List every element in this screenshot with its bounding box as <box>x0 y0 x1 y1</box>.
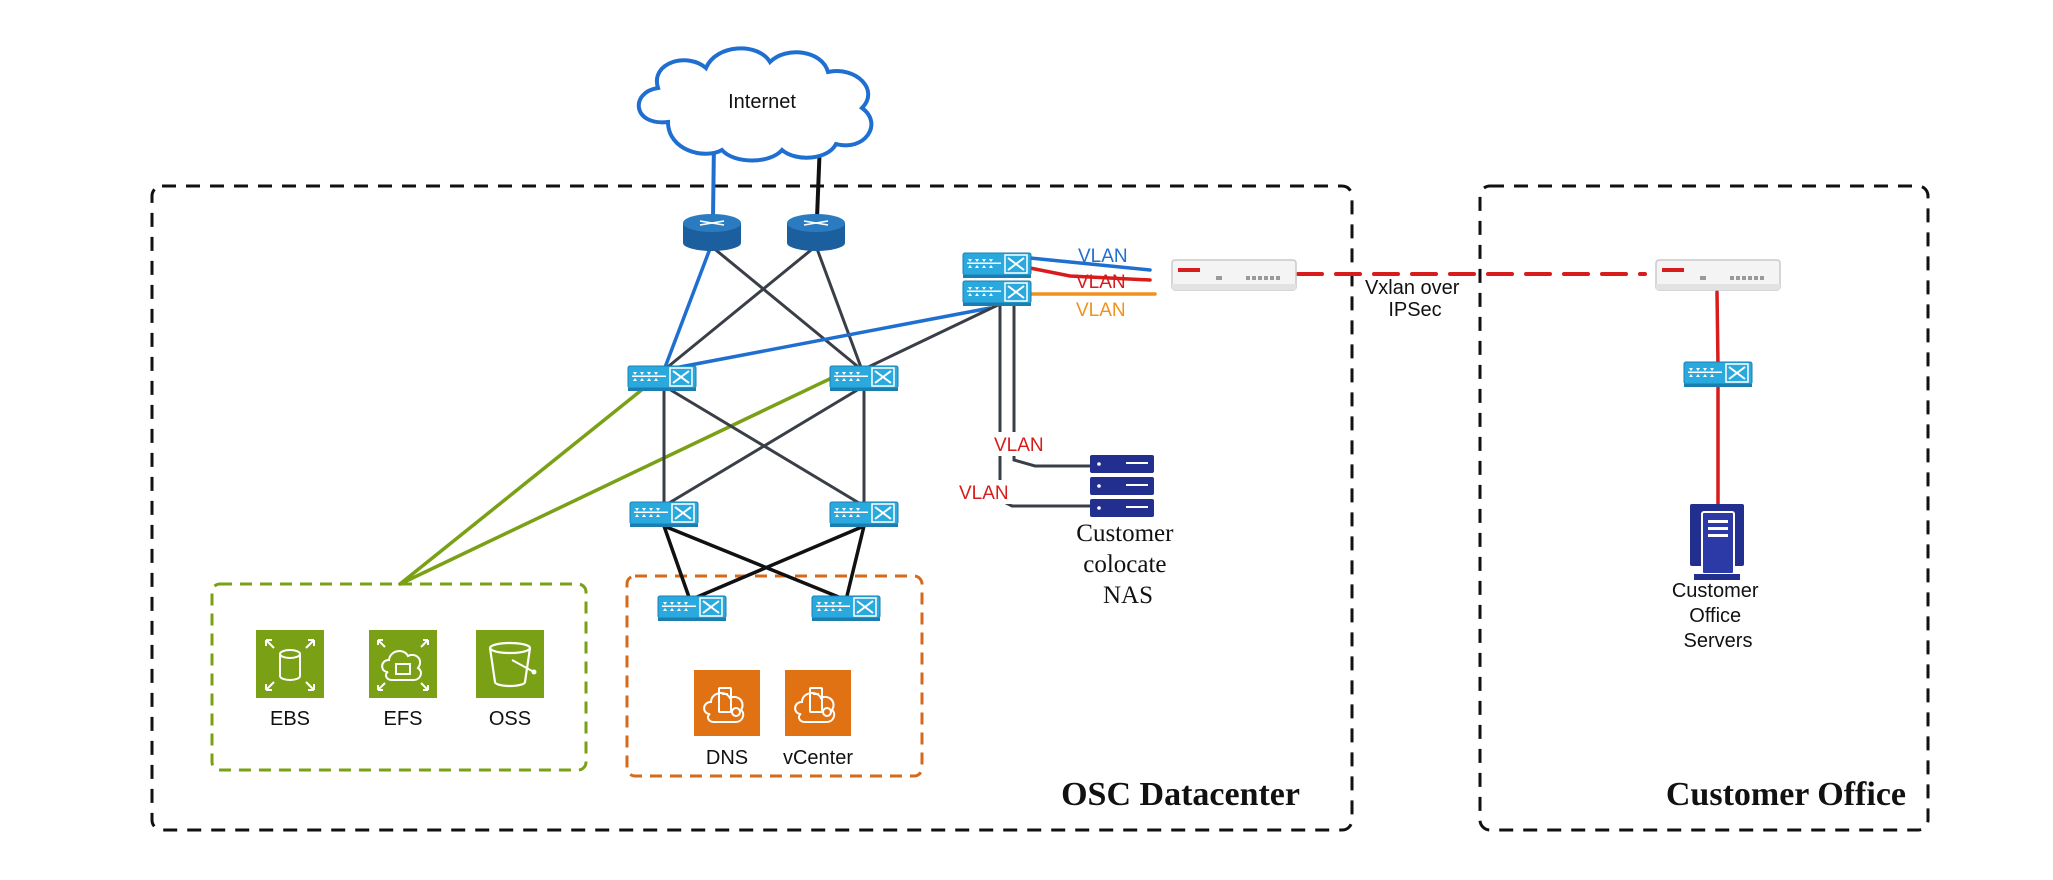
office-firewall-icon <box>1655 259 1781 291</box>
border-switch-icon <box>962 252 1032 279</box>
oss-icon <box>476 630 544 698</box>
aggregation-switch-icon <box>629 501 699 528</box>
vcenter-icon <box>785 670 851 736</box>
nas-server-icon <box>1090 455 1154 517</box>
internet-cloud-icon: Internet <box>637 46 874 163</box>
services-group <box>625 574 924 778</box>
storage-group <box>210 582 588 772</box>
datacenter-firewall-icon <box>1171 259 1297 291</box>
border-switch-icon <box>962 280 1032 307</box>
dns-label: DNS <box>706 747 748 769</box>
zone-osc-datacenter <box>150 184 1354 832</box>
access-switch-icon <box>811 595 881 622</box>
vlan-label-red: VLAN <box>1076 272 1126 293</box>
vlan-label-nas-1: VLAN <box>994 435 1044 456</box>
internet-label: Internet <box>728 91 796 113</box>
vlan-label-orange: VLAN <box>1076 300 1126 321</box>
efs-icon <box>369 630 437 698</box>
datacenter-title: OSC Datacenter <box>1061 776 1300 813</box>
router-icon <box>786 213 846 252</box>
nas-label: Customer colocate NAS <box>1076 520 1179 609</box>
vcenter-label: vCenter <box>783 747 853 769</box>
access-switch-icon <box>657 595 727 622</box>
links <box>398 140 1720 602</box>
ebs-label: EBS <box>270 708 310 730</box>
tunnel-label: Vxlan over IPSec <box>1365 277 1465 321</box>
oss-label: OSS <box>489 708 531 730</box>
vlan-label-nas-2: VLAN <box>959 483 1009 504</box>
core-switch-icon <box>829 365 899 392</box>
router-icon <box>682 213 742 252</box>
office-servers-icon <box>1690 504 1744 580</box>
dns-icon <box>694 670 760 736</box>
core-switch-icon <box>627 365 697 392</box>
office-switch-icon <box>1683 361 1753 388</box>
efs-label: EFS <box>384 708 423 730</box>
ebs-icon <box>256 630 324 698</box>
office-title: Customer Office <box>1666 776 1906 813</box>
office-servers-label: Customer Office Servers <box>1672 580 1764 652</box>
vlan-label-blue: VLAN <box>1078 246 1128 267</box>
aggregation-switch-icon <box>829 501 899 528</box>
zone-customer-office <box>1478 184 1930 832</box>
